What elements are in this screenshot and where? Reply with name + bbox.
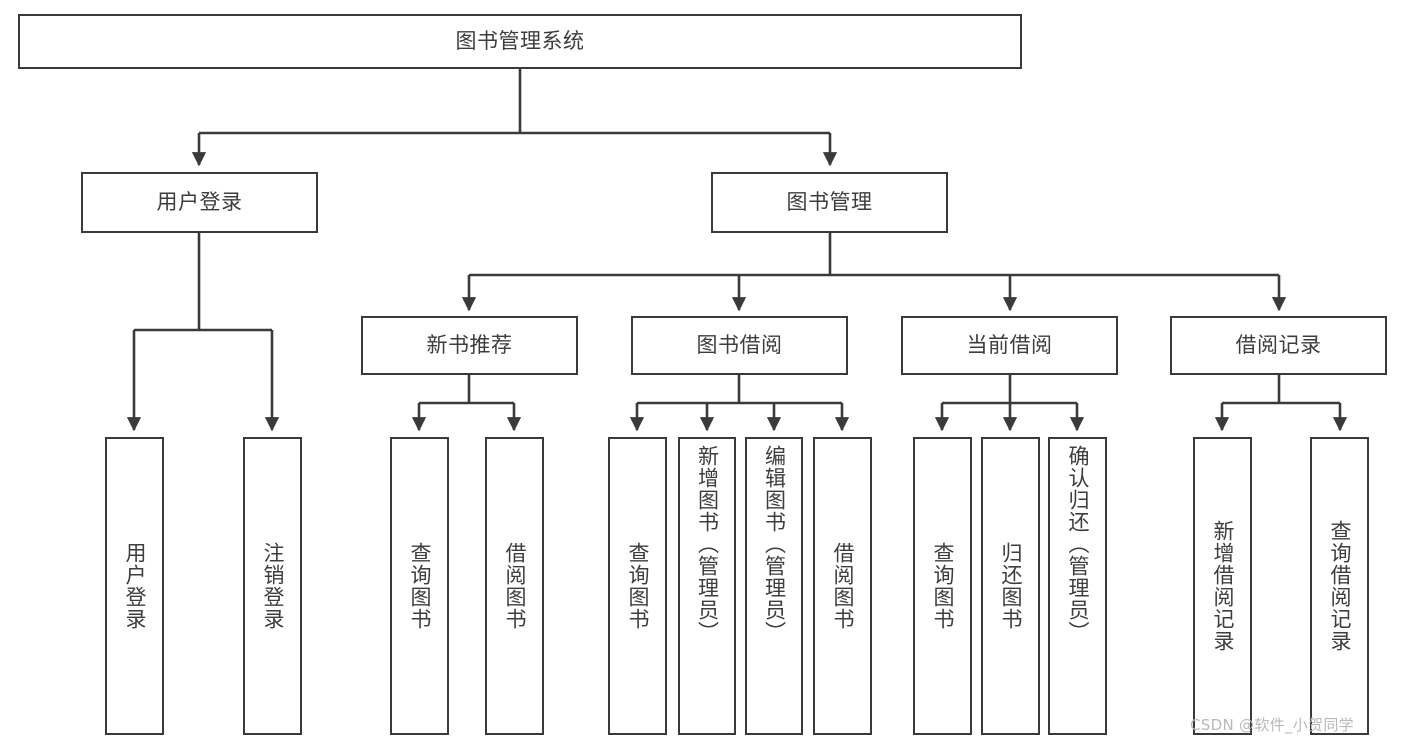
leaf-borrow-query-book[interactable]: 查询图书	[608, 437, 667, 735]
node-label: 当前借阅	[966, 333, 1053, 358]
node-label: 注销登录	[261, 542, 286, 630]
node-label: 查询借阅记录	[1328, 520, 1353, 652]
leaf-recommend-borrow-book[interactable]: 借阅图书	[485, 437, 544, 735]
leaf-recommend-query-book[interactable]: 查询图书	[390, 437, 449, 735]
node-label: 归还图书	[999, 542, 1024, 630]
node-label: 图书管理	[786, 190, 873, 215]
node-label: 借阅记录	[1235, 333, 1322, 358]
node-label: 查询图书	[626, 542, 651, 630]
node-label: 编辑图书（管理员）	[762, 445, 787, 643]
node-label: 新增图书（管理员）	[695, 445, 720, 643]
leaf-user-login[interactable]: 用户登录	[105, 437, 164, 735]
leaf-record-add-record[interactable]: 新增借阅记录	[1193, 437, 1252, 735]
node-label: 用户登录	[156, 190, 243, 215]
node-label: 图书管理系统	[455, 29, 585, 54]
leaf-current-confirm-return-admin[interactable]: 确认归还（管理员）	[1048, 437, 1107, 735]
node-borrow-record[interactable]: 借阅记录	[1170, 316, 1387, 375]
node-label: 新书推荐	[426, 333, 513, 358]
leaf-borrow-add-book-admin[interactable]: 新增图书（管理员）	[678, 437, 736, 735]
node-user-login[interactable]: 用户登录	[81, 172, 318, 233]
node-label: 新增借阅记录	[1211, 520, 1236, 652]
leaf-record-query-record[interactable]: 查询借阅记录	[1310, 437, 1369, 735]
node-label: 确认归还（管理员）	[1066, 445, 1091, 643]
node-book-management[interactable]: 图书管理	[711, 172, 948, 233]
leaf-user-logout[interactable]: 注销登录	[243, 437, 302, 735]
leaf-borrow-borrow-book[interactable]: 借阅图书	[813, 437, 872, 735]
leaf-current-query-book[interactable]: 查询图书	[913, 437, 972, 735]
node-label: 查询图书	[931, 542, 956, 630]
node-label: 查询图书	[408, 542, 433, 630]
leaf-current-return-book[interactable]: 归还图书	[981, 437, 1040, 735]
node-book-borrow[interactable]: 图书借阅	[631, 316, 848, 375]
node-label: 借阅图书	[831, 542, 856, 630]
node-label: 用户登录	[123, 542, 148, 630]
node-current-borrow[interactable]: 当前借阅	[901, 316, 1118, 375]
csdn-watermark: CSDN @软件_小贺同学	[1190, 716, 1354, 734]
leaf-borrow-edit-book-admin[interactable]: 编辑图书（管理员）	[745, 437, 803, 735]
node-root-system[interactable]: 图书管理系统	[18, 14, 1022, 69]
node-label: 图书借阅	[696, 333, 783, 358]
node-new-book-recommend[interactable]: 新书推荐	[361, 316, 578, 375]
node-label: 借阅图书	[503, 542, 528, 630]
